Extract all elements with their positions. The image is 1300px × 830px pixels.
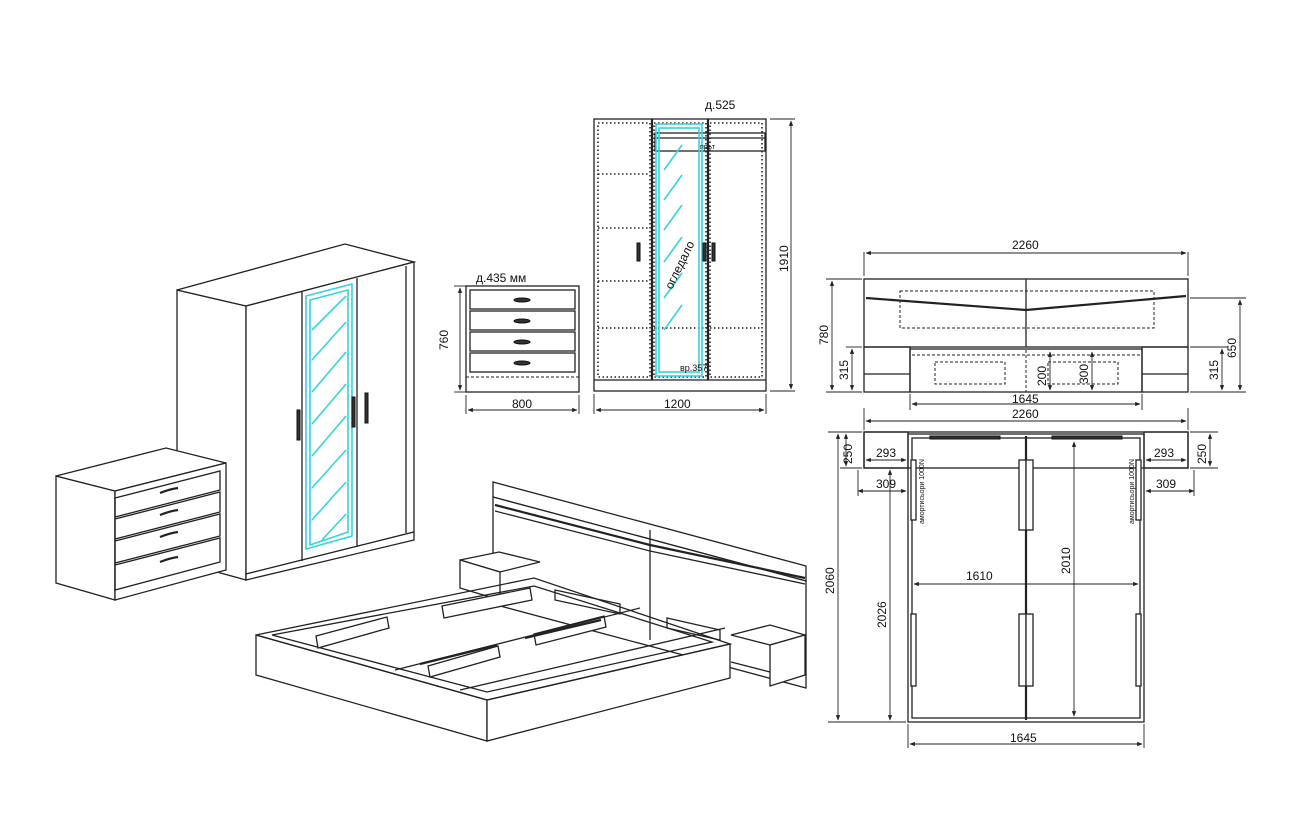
bed-front-inner-height-label: 300 <box>1077 364 1091 384</box>
bed-top-shelf-width-right-label: 293 <box>1154 446 1174 460</box>
bed-top-inner-length-label: 2026 <box>875 601 889 628</box>
wardrobe-inner-label: вр.357 <box>680 363 707 373</box>
bed-top-total-length-label: 2060 <box>823 567 837 594</box>
bed-front-frame-height-label: 200 <box>1035 366 1049 386</box>
bed-top-mattress-width-label: 1610 <box>966 569 993 583</box>
bed-top-shock-left-label: амортисьори 1000N <box>919 459 926 524</box>
bed-top-shelf-depth-left-label: 250 <box>841 444 855 464</box>
bed-top-shock-right-label: амортисьори 1000N <box>1129 459 1136 524</box>
bed-front-inner-width-label: 1645 <box>1012 392 1039 406</box>
bed-front-nightstand-right-label: 315 <box>1207 360 1221 380</box>
bed-top-view <box>828 408 1218 748</box>
bed-3d <box>255 481 808 742</box>
bed-top-shelf-width-left-label: 293 <box>876 446 896 460</box>
bed-top-shelf-offset-left-label: 309 <box>876 477 896 491</box>
bed-top-width-label: 2260 <box>1012 407 1039 421</box>
wardrobe-front <box>593 118 795 414</box>
chest-depth-label: д.435 мм <box>476 271 526 285</box>
bed-front-width-label: 2260 <box>1012 238 1039 252</box>
chest-height-label: 760 <box>437 330 451 350</box>
wardrobe-depth-label: д.525 <box>705 98 736 112</box>
chest-width-label: 800 <box>512 397 532 411</box>
wardrobe-height-label: 1910 <box>777 245 791 272</box>
bed-front-nightstand-left-label: 315 <box>837 360 851 380</box>
wardrobe-rail-label: прът <box>700 144 716 151</box>
chest-front <box>454 285 580 414</box>
bed-top-shelf-offset-right-label: 309 <box>1156 477 1176 491</box>
bed-front-headboard-height-label: 780 <box>817 325 831 345</box>
bed-top-frame-width-label: 1645 <box>1010 731 1037 745</box>
wardrobe-width-label: 1200 <box>664 397 691 411</box>
bed-top-mattress-length-label: 2010 <box>1059 547 1073 574</box>
bed-front-side-height-label: 650 <box>1225 338 1239 358</box>
wardrobe-mirror-label: огледало <box>662 238 697 291</box>
bed-front-view <box>826 250 1246 410</box>
bed-top-shelf-depth-right-label: 250 <box>1195 444 1209 464</box>
chest-3d <box>55 447 227 601</box>
